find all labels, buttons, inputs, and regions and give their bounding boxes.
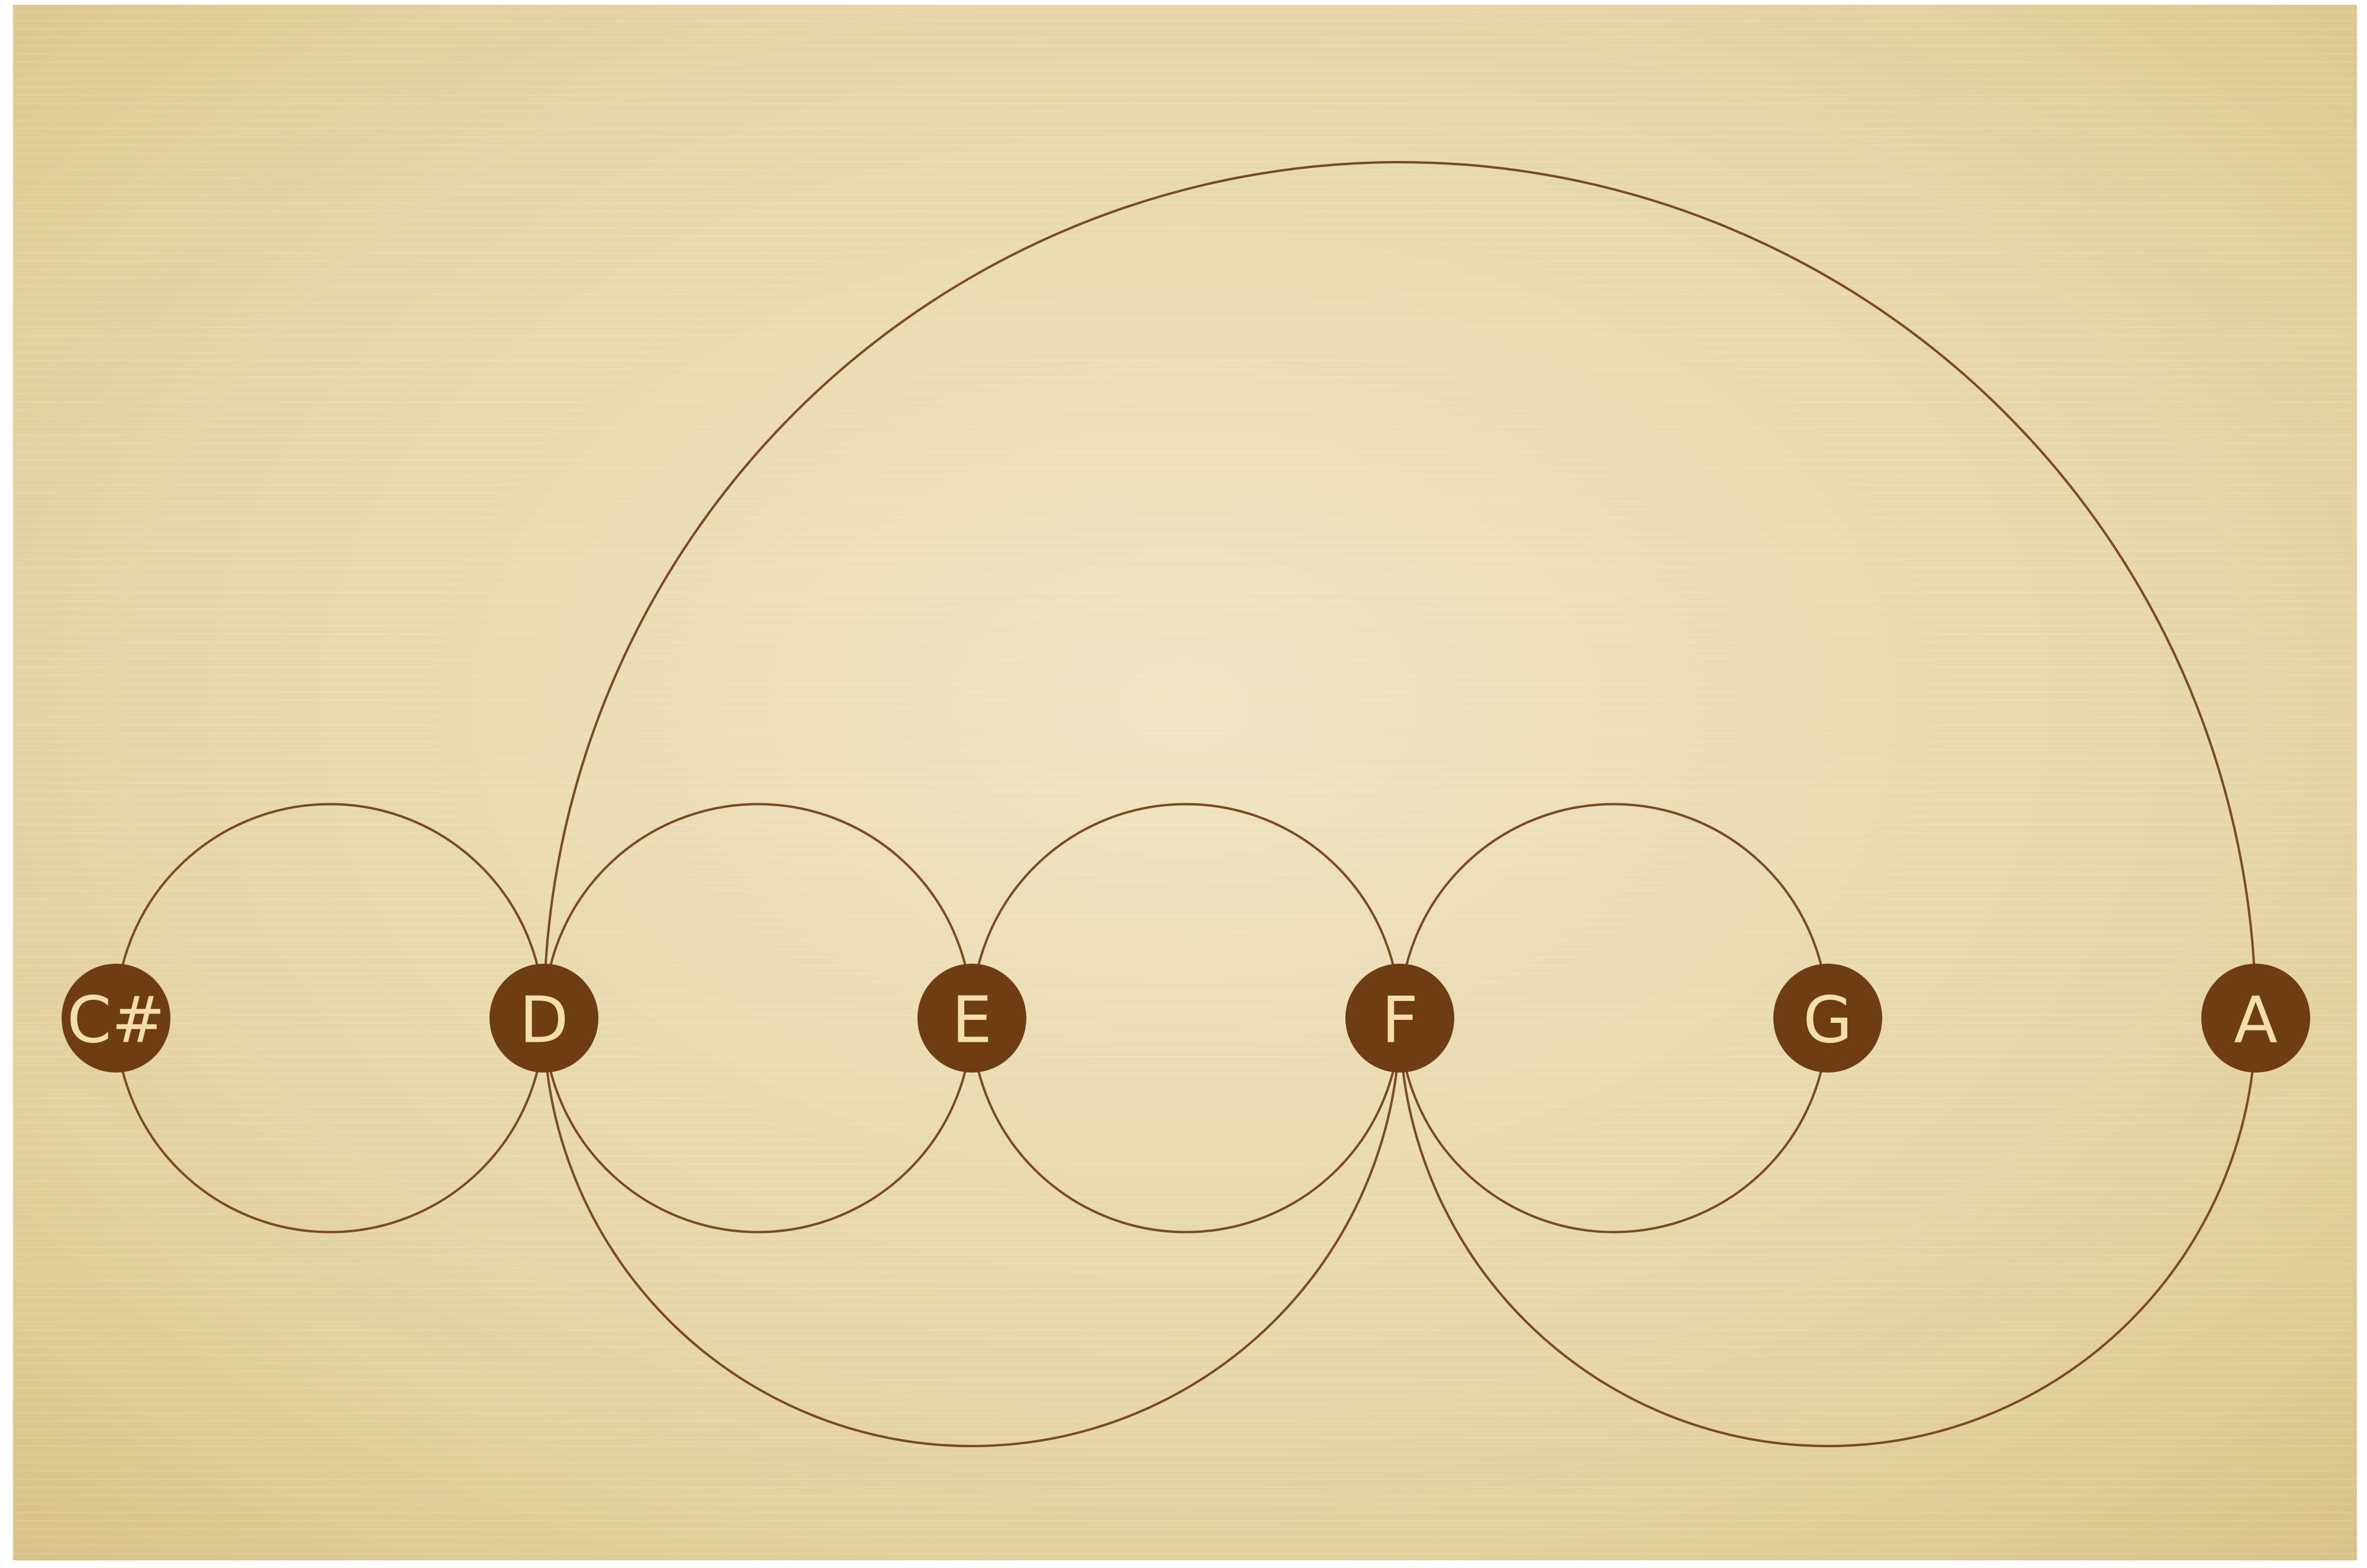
node-e: E [917, 964, 1026, 1073]
node-d-circle [489, 964, 598, 1073]
node-layer: C# D E F G A [62, 964, 2310, 1073]
node-e-circle [917, 964, 1026, 1073]
node-cs: C# [62, 964, 170, 1073]
node-a-circle [2201, 964, 2310, 1073]
node-g-label: G [1803, 984, 1853, 1058]
node-g: G [1773, 964, 1882, 1073]
edge-cs-d-above [115, 803, 545, 1019]
node-g-circle [1773, 964, 1882, 1073]
node-d-label: D [519, 984, 568, 1058]
node-a: A [2201, 964, 2310, 1073]
node-e-label: E [952, 984, 992, 1058]
edge-f-g-above [1399, 803, 1829, 1019]
edge-d-e-below [543, 1018, 973, 1234]
node-d: D [489, 964, 598, 1073]
paper-texture [13, 5, 2357, 1560]
edge-e-f-above [971, 803, 1401, 1019]
edge-cs-d-below [115, 1018, 545, 1234]
edge-f-g-below [1399, 1018, 1829, 1234]
edge-f-a-below [1399, 1018, 2257, 1447]
edge-d-a-above [543, 161, 2257, 1019]
node-a-label: A [2234, 984, 2278, 1058]
node-f-circle [1345, 964, 1454, 1073]
edge-layer [115, 161, 2257, 1447]
edge-d-f-below [543, 1018, 1401, 1447]
node-f-label: F [1381, 984, 1418, 1058]
edge-d-e-above [543, 803, 973, 1019]
edge-e-f-below [971, 1018, 1401, 1234]
node-cs-label: C# [67, 984, 165, 1058]
node-f: F [1345, 964, 1454, 1073]
node-cs-circle [62, 964, 170, 1073]
